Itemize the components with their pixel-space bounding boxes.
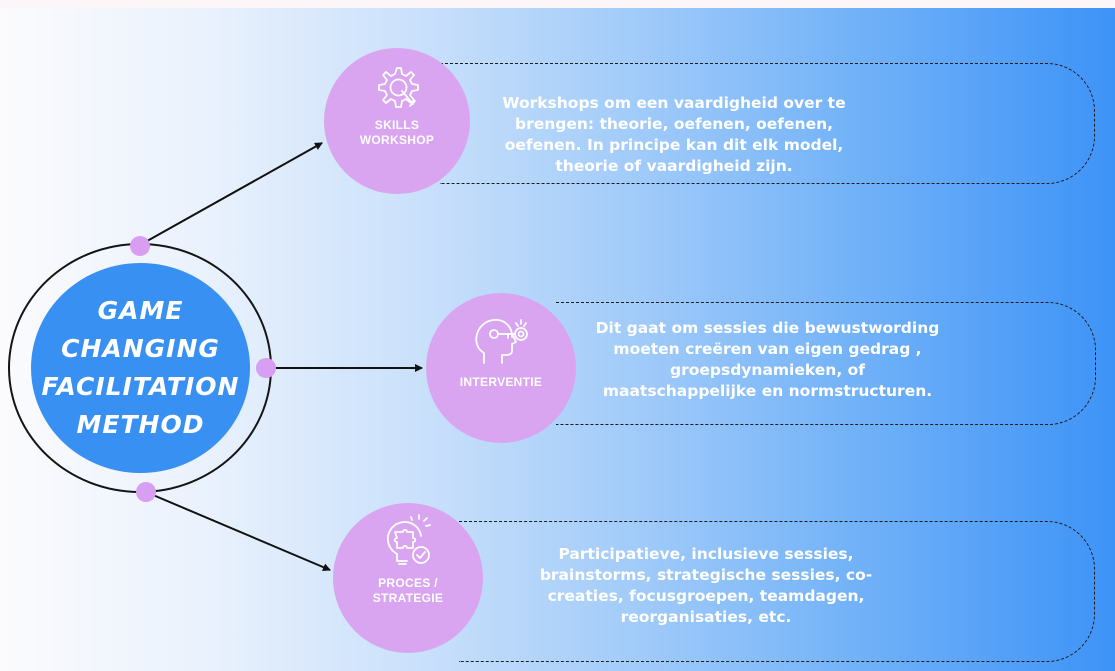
center-title-line: FACILITATION <box>41 372 240 401</box>
top-band <box>0 0 1115 8</box>
arrow-to-proces-strategie <box>145 491 331 571</box>
node-label-line: WORKSHOP <box>359 133 435 147</box>
node-label-line: PROCES / <box>378 576 438 590</box>
connector-dot-top <box>130 236 150 256</box>
node-skills-workshop: SKILLS WORKSHOP <box>324 48 470 194</box>
description-box-interventie <box>556 302 1096 425</box>
node-label-line: SKILLS <box>374 118 420 132</box>
center-title-line: METHOD <box>76 410 205 439</box>
center-circle: GAME CHANGING FACILITATION METHOD <box>31 263 250 473</box>
head-key-icon <box>475 319 528 364</box>
center-title-line: CHANGING <box>61 334 220 363</box>
description-proces-strategie: Participatieve, inclusieve sessies, brai… <box>539 545 873 626</box>
node-interventie: INTERVENTIE <box>426 293 576 443</box>
description-box-proces-strategie <box>459 521 1095 662</box>
puzzle-bulb-icon <box>386 514 431 565</box>
description-skills-workshop: Workshops om een vaardigheid over te bre… <box>502 94 846 175</box>
description-interventie: Dit gaat om sessies die bewustwording mo… <box>595 319 940 400</box>
center-title-line: GAME <box>97 296 184 325</box>
node-label-line: STRATEGIE <box>372 591 444 605</box>
connector-dot-bottom <box>136 482 156 502</box>
node-proces-strategie: PROCES / STRATEGIE <box>333 503 483 653</box>
description-box-skills-workshop <box>440 63 1095 184</box>
node-label-line: INTERVENTIE <box>459 375 543 389</box>
connector-dot-right <box>256 358 276 378</box>
gear-wrench-icon <box>378 67 419 108</box>
arrow-to-skills-workshop <box>139 142 323 246</box>
